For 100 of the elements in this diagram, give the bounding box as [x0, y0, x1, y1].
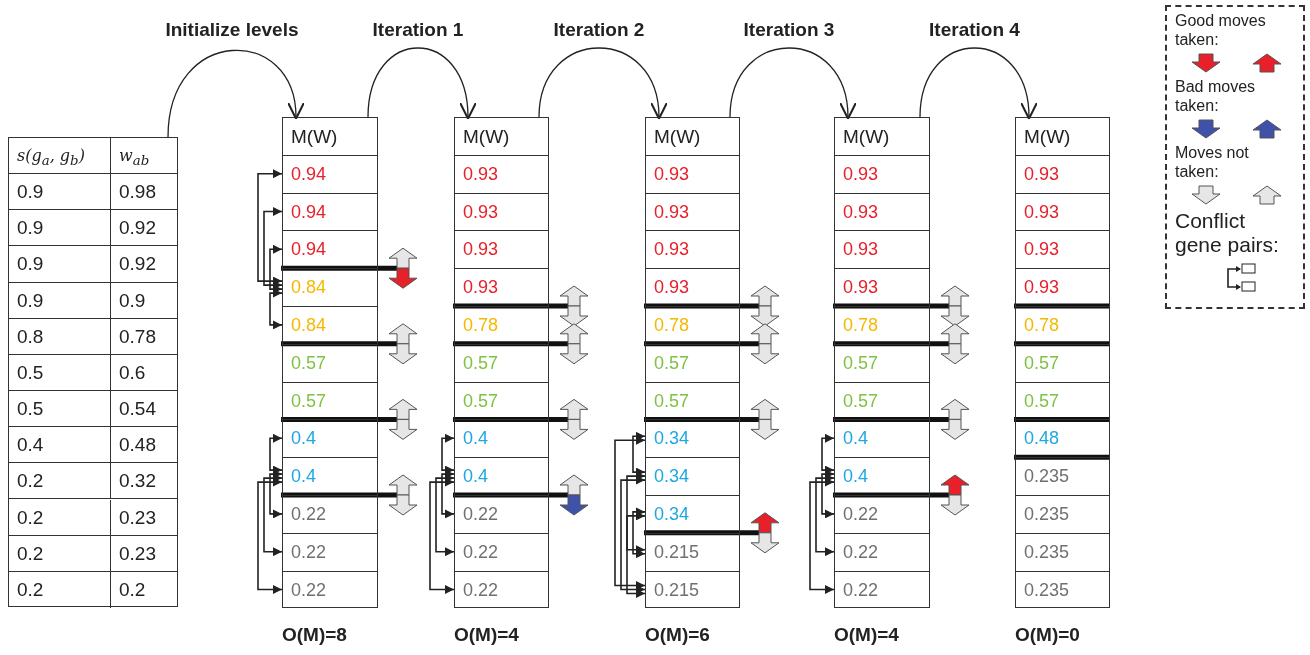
value-cell: 0.93	[1016, 269, 1109, 307]
value-cell: 0.57	[283, 382, 377, 421]
value-cell: 0.215	[646, 571, 739, 610]
value-cell: w$_{ab}$	[111, 138, 177, 175]
conflict-arrow	[429, 477, 455, 594]
conflict-arrow	[263, 473, 283, 557]
value-cell: 0.22	[835, 533, 929, 572]
value-cell: 0.23	[111, 499, 177, 536]
value-cell: 0.22	[455, 533, 548, 572]
value-cell: 0.94	[283, 193, 377, 232]
value-cell: 0.93	[646, 193, 739, 232]
value-cell: 0.2	[9, 535, 111, 572]
conflict-arrow	[269, 244, 283, 294]
value-cell: 0.23	[111, 535, 177, 572]
legend-text: Bad moves taken:	[1175, 77, 1257, 115]
value-cell: 0.2	[111, 571, 177, 608]
value-cell: 0.93	[646, 231, 739, 270]
value-cell: 0.93	[646, 155, 739, 194]
value-cell: 0.22	[455, 571, 548, 610]
conflict-arrow	[626, 511, 646, 598]
value-cell: 0.22	[283, 533, 377, 572]
score-label: O(M)=0	[1015, 624, 1080, 647]
value-cell: 0.57	[1016, 344, 1109, 383]
score-column	[282, 117, 378, 609]
value-cell: 0.57	[1016, 382, 1109, 421]
value-cell: 0.22	[455, 496, 548, 534]
value-cell: 0.93	[835, 193, 929, 232]
conflict-arrow	[257, 477, 283, 594]
value-cell: 0.22	[835, 571, 929, 610]
conflict-arrow	[815, 473, 835, 557]
data-table	[8, 137, 178, 607]
conflict-arrow	[435, 473, 455, 557]
value-cell: 0.4	[455, 458, 548, 496]
legend-text: Good moves taken:	[1175, 11, 1267, 49]
value-cell: 0.48	[111, 427, 177, 464]
value-cell: 0.2	[9, 463, 111, 500]
value-cell: 0.32	[111, 463, 177, 500]
conflict-arrow	[269, 469, 283, 519]
value-cell: 0.54	[111, 391, 177, 428]
value-cell: 0.8	[9, 318, 111, 355]
column-header: M(W)	[455, 118, 548, 156]
conflict-arrow	[821, 469, 835, 519]
value-cell: 0.93	[1016, 193, 1109, 232]
value-cell: 0.92	[111, 210, 177, 247]
conflict-arrow	[263, 207, 283, 290]
conflict-arrow	[614, 435, 646, 590]
score-column	[1015, 117, 1110, 609]
value-cell: 0.93	[455, 155, 548, 194]
value-cell: 0.2	[9, 499, 111, 536]
value-cell: 0.57	[455, 382, 548, 421]
value-cell: 0.78	[455, 307, 548, 345]
value-cell: 0.235	[1016, 571, 1109, 610]
value-cell: 0.4	[283, 420, 377, 459]
value-cell: 0.6	[111, 354, 177, 392]
value-cell: 0.94	[283, 155, 377, 194]
value-cell: 0.22	[283, 496, 377, 534]
value-cell: 0.22	[835, 496, 929, 534]
value-cell: 0.9	[9, 282, 111, 319]
conflict-arrow	[441, 469, 455, 519]
value-cell: 0.22	[283, 571, 377, 610]
value-cell: s(g$_{a}$, g$_{b}$)	[9, 138, 111, 175]
value-cell: 0.57	[646, 382, 739, 421]
value-cell: 0.93	[455, 269, 548, 307]
value-cell: 0.57	[835, 382, 929, 421]
score-label: O(M)=4	[834, 624, 899, 647]
value-cell: 0.34	[646, 420, 739, 459]
conflict-arrow	[269, 433, 283, 475]
value-cell: 0.57	[283, 344, 377, 383]
value-cell: 0.93	[1016, 155, 1109, 194]
value-cell: 0.93	[835, 269, 929, 307]
value-cell: 0.94	[283, 231, 377, 270]
value-cell: 0.78	[835, 307, 929, 345]
value-cell: 0.34	[646, 458, 739, 496]
value-cell: 0.5	[9, 391, 111, 428]
column-header: M(W)	[1016, 118, 1109, 156]
value-cell: 0.98	[111, 174, 177, 211]
column-header: M(W)	[646, 118, 739, 156]
value-cell: 0.93	[646, 269, 739, 307]
score-label: O(M)=6	[645, 624, 710, 647]
score-column	[834, 117, 930, 609]
column-header: M(W)	[835, 118, 929, 156]
value-cell: 0.215	[646, 533, 739, 572]
value-cell: 0.93	[455, 193, 548, 232]
value-cell: 0.4	[283, 458, 377, 496]
conflict-arrow	[632, 431, 646, 477]
value-cell: 0.57	[455, 344, 548, 383]
conflict-arrow	[269, 288, 283, 330]
conflict-arrow	[632, 507, 646, 559]
curved-arrow	[919, 47, 1037, 120]
value-cell: 0.2	[9, 571, 111, 608]
legend-text: Moves not taken:	[1175, 143, 1250, 181]
value-cell: 0.92	[111, 246, 177, 283]
value-cell: 0.4	[9, 427, 111, 464]
value-cell: 0.84	[283, 307, 377, 345]
value-cell: 0.4	[455, 420, 548, 459]
value-cell: 0.4	[835, 458, 929, 496]
value-cell: 0.9	[9, 246, 111, 283]
value-cell: 0.93	[835, 155, 929, 194]
curved-arrow	[167, 49, 304, 138]
value-cell: 0.78	[1016, 307, 1109, 345]
